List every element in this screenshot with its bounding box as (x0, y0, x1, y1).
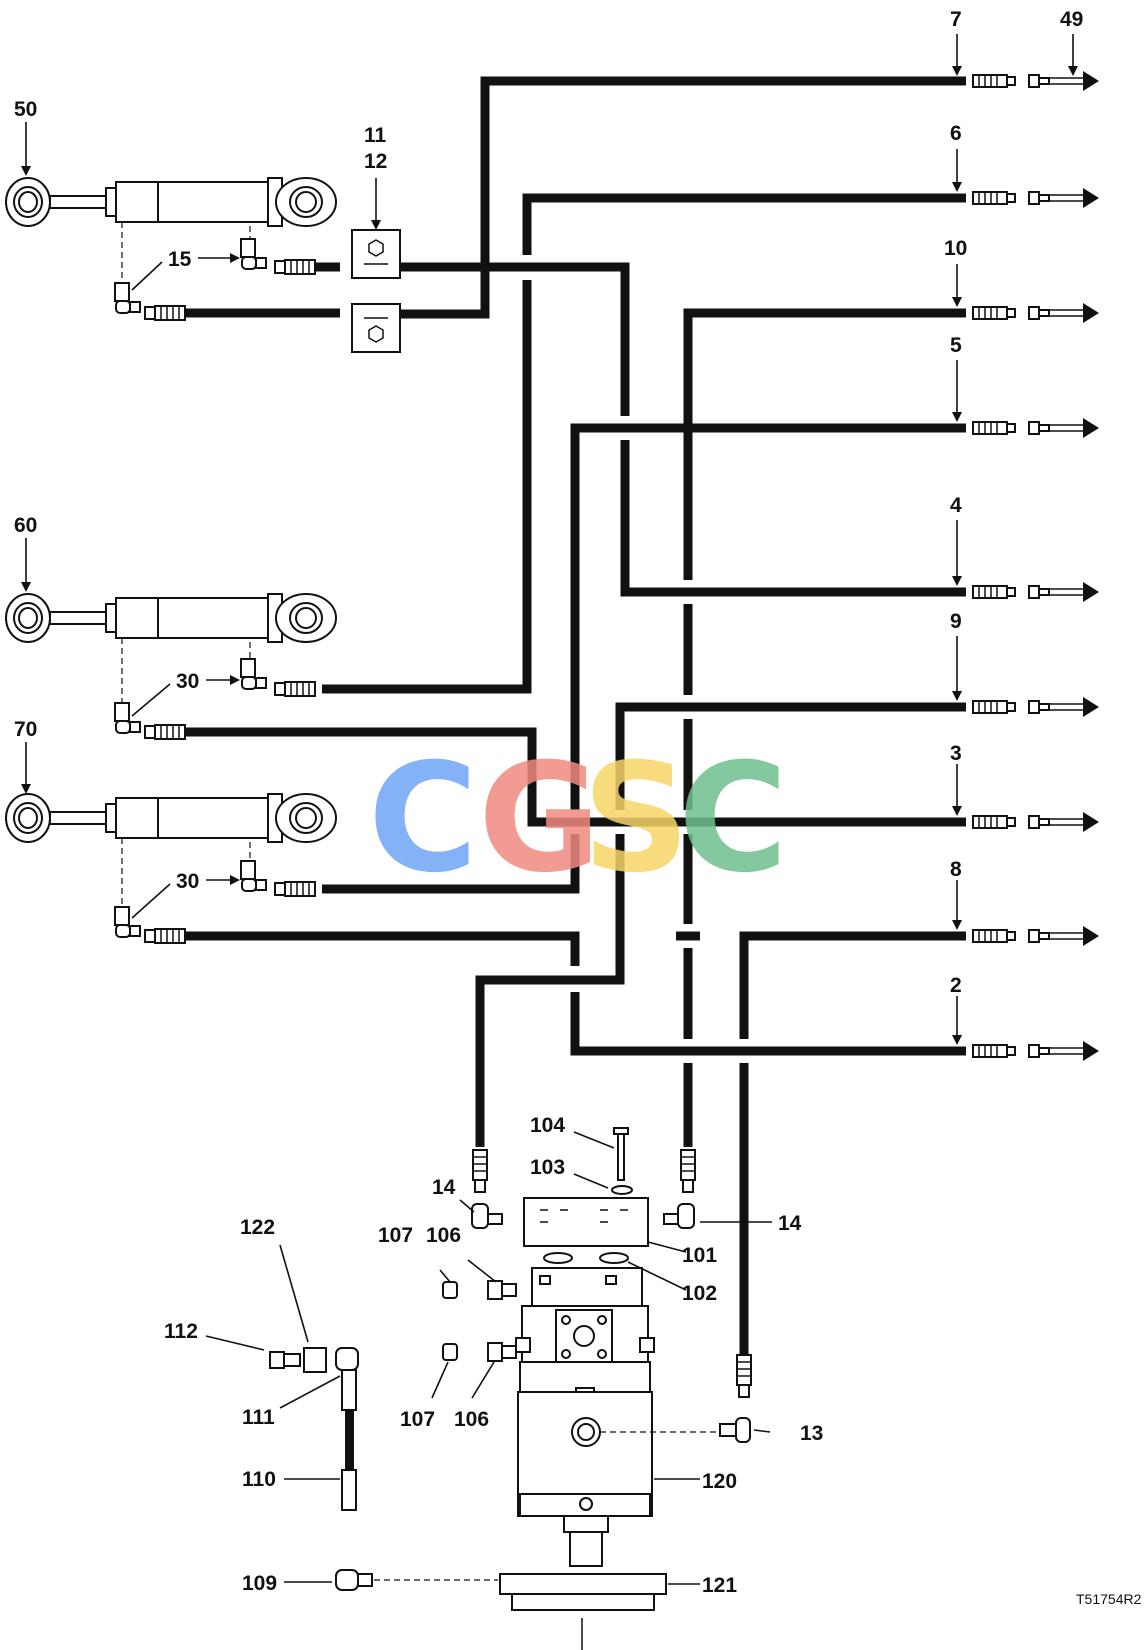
watermark-letter-c2: C (678, 732, 788, 906)
hose-end-3 (972, 811, 1100, 833)
hose-9 (475, 702, 966, 1147)
hose-2 (185, 931, 966, 1056)
hose-end-7 (972, 70, 1100, 92)
callout-14-left: 14 (432, 1176, 456, 1199)
callout-4: 4 (950, 494, 962, 517)
callout-13: 13 (800, 1422, 823, 1445)
callout-9: 9 (950, 610, 962, 633)
callout-107-lower: 107 (400, 1408, 435, 1431)
callout-6: 6 (950, 122, 962, 145)
valve-block-12 (351, 303, 401, 353)
callout-14-right: 14 (778, 1212, 802, 1235)
leader-lines (21, 34, 1078, 1585)
hose-end-9 (972, 696, 1100, 718)
hose-end-fittings (972, 70, 1100, 1062)
callout-122: 122 (240, 1216, 275, 1239)
callout-120: 120 (702, 1470, 737, 1493)
callout-112: 112 (164, 1320, 198, 1343)
callout-3: 3 (950, 742, 962, 765)
callout-104: 104 (530, 1114, 565, 1137)
drawing-code: T51754R2 (1076, 1591, 1142, 1607)
hose-5 (322, 423, 966, 894)
hose-10 (683, 308, 966, 1147)
watermark-letter-c1: C (368, 732, 478, 906)
callout-50: 50 (14, 98, 37, 121)
watermark-letter-g: G (478, 732, 601, 906)
callout-7: 7 (950, 8, 962, 31)
hose-7 (400, 76, 966, 319)
hose-network (185, 76, 966, 1360)
callout-70: 70 (14, 718, 37, 741)
hose-8 (739, 931, 966, 1360)
hose-3 (185, 727, 966, 827)
callout-10: 10 (944, 237, 967, 260)
pump-assembly (269, 1127, 752, 1650)
callout-107-upper: 107 (378, 1224, 413, 1247)
callout-30-upper: 30 (176, 670, 199, 693)
callout-106-lower: 106 (454, 1408, 489, 1431)
callout-labels: 7 49 6 10 5 4 9 3 8 2 50 60 70 11 12 15 … (14, 8, 1142, 1607)
callout-60: 60 (14, 514, 37, 537)
callout-109: 109 (242, 1572, 277, 1595)
hose-end-10 (972, 302, 1100, 324)
hose-end-2 (972, 1040, 1100, 1062)
watermark: C G S C (368, 732, 788, 906)
hose-end-4 (972, 581, 1100, 603)
callout-106-upper: 106 (426, 1224, 461, 1247)
callout-15: 15 (168, 248, 192, 271)
watermark-letter-s: S (582, 732, 690, 906)
callout-2: 2 (950, 974, 962, 997)
callout-111: 111 (242, 1406, 275, 1429)
hose-6 (322, 193, 966, 694)
callout-49: 49 (1060, 8, 1083, 31)
callout-101: 101 (682, 1244, 717, 1267)
cylinder-60 (5, 593, 337, 643)
callout-121: 121 (702, 1574, 737, 1597)
callout-8: 8 (950, 858, 962, 881)
valve-block-11 (351, 229, 401, 279)
cylinder-50 (5, 177, 337, 227)
callout-5: 5 (950, 334, 962, 357)
callout-102: 102 (682, 1282, 717, 1305)
hose-end-5 (972, 417, 1100, 439)
callout-11: 11 (364, 124, 387, 147)
callout-103: 103 (530, 1156, 565, 1179)
hose-end-8 (972, 925, 1100, 947)
cylinder-70 (5, 793, 337, 843)
callout-12: 12 (364, 150, 387, 173)
hose-end-6 (972, 187, 1100, 209)
callout-110: 110 (242, 1468, 276, 1491)
callout-30-lower: 30 (176, 870, 199, 893)
